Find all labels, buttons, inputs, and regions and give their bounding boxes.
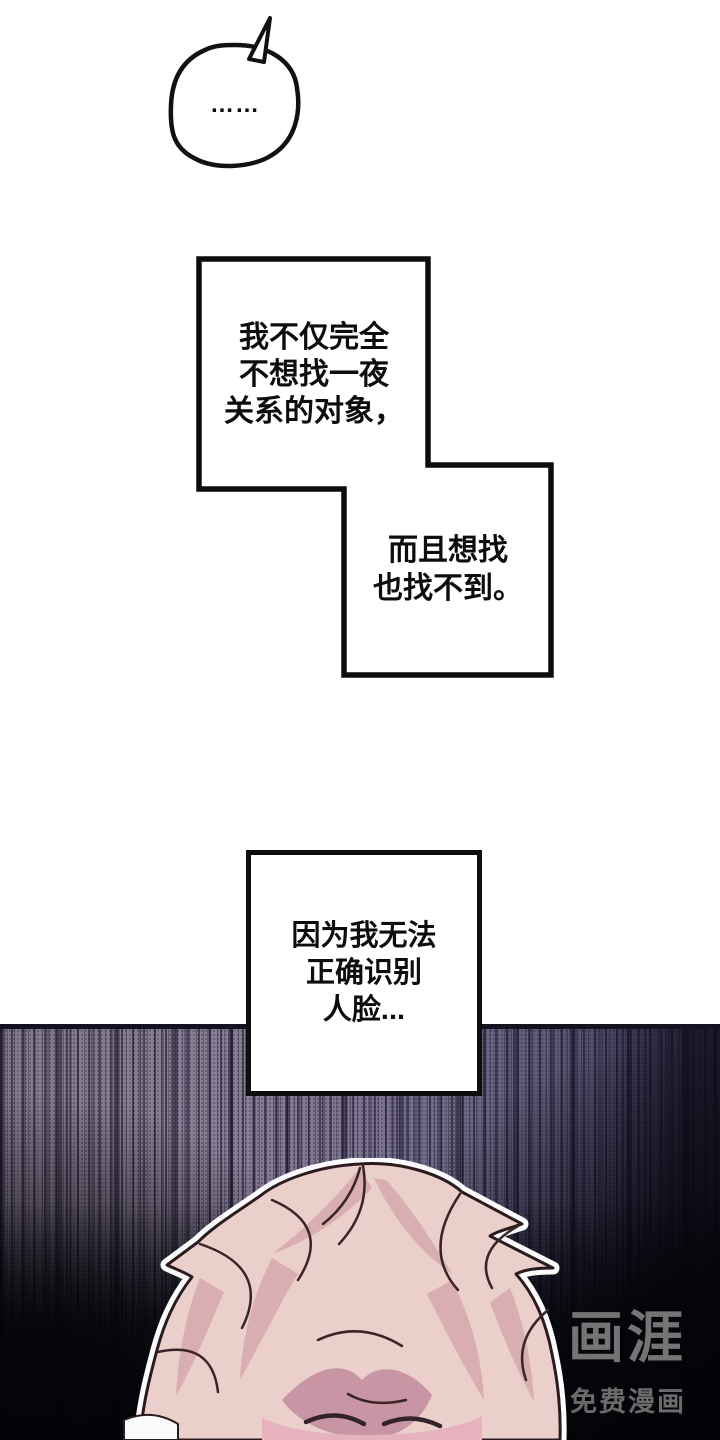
dialog-line: 关系的对象， bbox=[224, 394, 404, 428]
hair-lineart bbox=[156, 1164, 550, 1405]
dialog-line: 因为我无法 bbox=[291, 919, 437, 952]
dialog-line: 也找不到。 bbox=[373, 572, 523, 605]
dialog-text-2: 而且想找 也找不到。 bbox=[347, 468, 549, 672]
hair-strand-shadows bbox=[176, 1168, 534, 1402]
dialog-line: 不想找一夜 bbox=[239, 357, 389, 391]
ear-highlight bbox=[123, 1413, 179, 1440]
dialog-text-3: 因为我无法 正确识别 人脸... bbox=[251, 855, 477, 1091]
bubble-text: …… bbox=[210, 91, 260, 118]
dialog-text-1: 我不仅完全 不想找一夜 关系的对象， bbox=[202, 262, 426, 486]
face-skin bbox=[262, 1416, 482, 1440]
watermark-tagline: 免费漫画 bbox=[570, 1387, 686, 1417]
dialog-box-3 bbox=[246, 850, 482, 1096]
dialog-line: 正确识别 bbox=[305, 956, 422, 989]
dialog-line: 我不仅完全 bbox=[239, 320, 389, 354]
character-head bbox=[123, 1158, 567, 1440]
eyebrows bbox=[303, 1413, 443, 1429]
watermark-logo: 画涯 bbox=[568, 1306, 686, 1369]
dialog-line: 而且想找 bbox=[388, 534, 508, 567]
dialog-line: 人脸... bbox=[322, 993, 406, 1026]
